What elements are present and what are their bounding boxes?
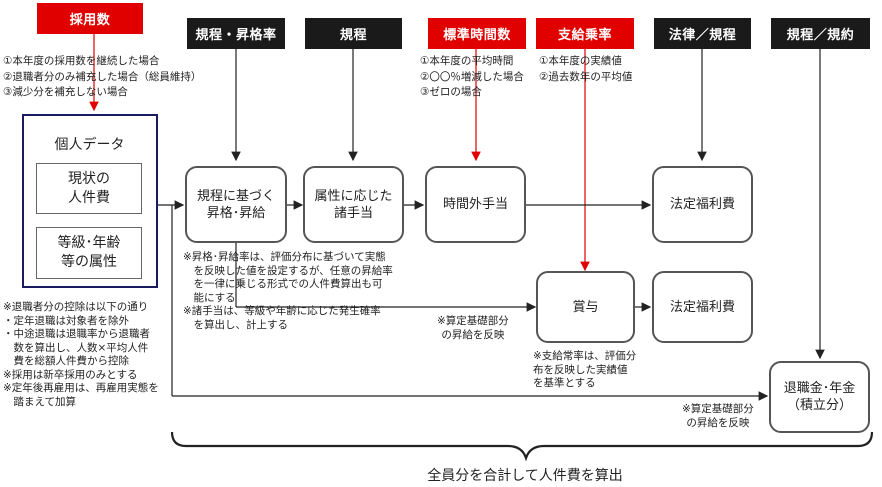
header-shikyu: 支給乗率 [536,18,634,49]
allowances-box: 属性に応じた 諸手当 [303,166,404,243]
note-saiyo-options: ①本年度の採用数を継続した場合 ②退職者分のみ補充した場合（総員維持） ③減少分… [3,55,202,98]
total-brace [170,431,874,462]
current-labor-cost-box: 現状の 人件費 [36,163,142,214]
promotion-raise-box: 規程に基づく 昇格･昇給 [185,166,287,243]
header-kiyaku: 規程／規約 [771,18,870,49]
retirement-pension-box: 退職金･年金 （積立分） [769,361,870,433]
header-kitei: 規程 [305,18,402,49]
note-hyojun-options: ①本年度の平均時間 ②〇〇％増減した場合 ③ゼロの場合 [420,55,524,98]
header-kitei-shokaku: 規程・昇格率 [187,18,285,49]
statutory-welfare-box-1: 法定福利費 [652,166,753,243]
header-hyojun-jikan: 標準時間数 [428,18,526,49]
personal-data-panel: 個人データ 現状の 人件費 等級･年齢 等の属性 [22,114,158,288]
note-retirement-deduction: ※退職者分の控除は以下の通り ・定年退職は対象者を除外 ・中途退職は退職率から退… [3,301,159,408]
header-horitsu: 法律／規程 [654,18,751,49]
total-caption: 全員分を合計して人件費を算出 [427,468,623,484]
bonus-box: 賞与 [536,271,635,343]
header-saiyo: 採用数 [37,3,143,34]
note-basis-raise-2: ※算定基礎部分 の昇給を反映 [682,403,754,429]
statutory-welfare-box-2: 法定福利費 [652,271,753,343]
note-shikyu-options: ①本年度の実績値 ②過去数年の平均値 [539,55,633,83]
overtime-box: 時間外手当 [425,166,526,243]
note-payment-rate: ※支給常率は、評価分 布を反映した実績値 を基準とする [533,350,637,389]
note-promotion-rate: ※昇格･昇給率は、評価分布に基づいて実態 を反映した値を設定するが、任意の昇給率… [183,251,393,331]
grade-age-attributes-box: 等級･年齢 等の属性 [36,227,142,279]
note-basis-raise-1: ※算定基礎部分 の昇給を反映 [437,315,509,341]
personal-data-title: 個人データ [54,137,125,153]
